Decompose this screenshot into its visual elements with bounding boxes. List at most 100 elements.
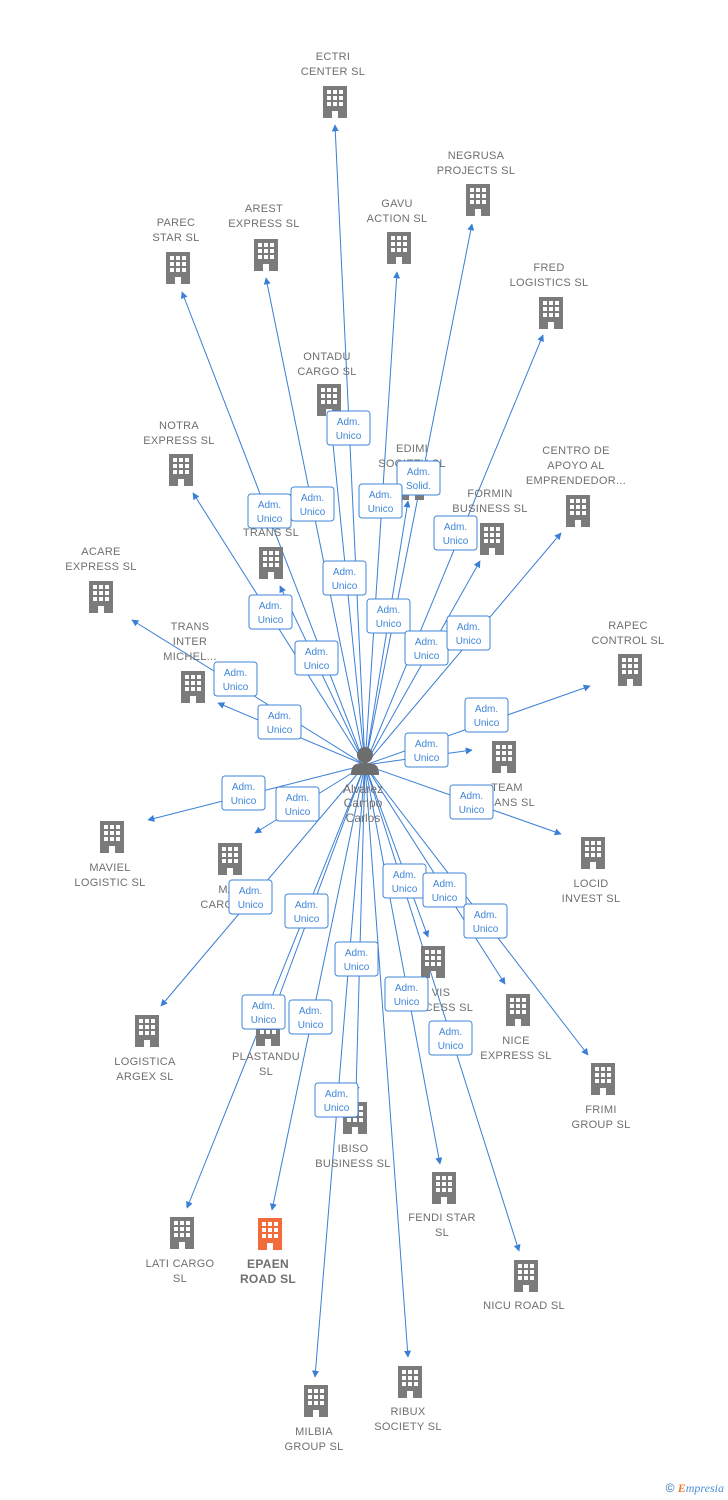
badge-text: Adm.	[337, 417, 360, 428]
building-icon	[170, 1217, 194, 1249]
role-badge[interactable]: Adm.Unico	[221, 775, 266, 811]
badge-box	[288, 999, 333, 1035]
badge-text: Unico	[438, 1041, 464, 1052]
badge-text: Unico	[414, 753, 440, 764]
company-label: LOCID	[573, 878, 608, 890]
badge-text: Adm.	[305, 647, 328, 658]
company-label: LOGISTIC SL	[74, 877, 145, 889]
company-label: CONTROL SL	[592, 635, 665, 647]
role-badge[interactable]: Adm.Unico	[334, 941, 379, 977]
role-badge[interactable]: Adm.Unico	[241, 994, 286, 1030]
role-badge[interactable]: Adm.Unico	[275, 786, 320, 822]
company-label: APOYO AL	[547, 460, 604, 472]
badge-text: Adm.	[325, 1089, 348, 1100]
role-badge[interactable]: Adm.Unico	[314, 1082, 359, 1118]
building-icon	[432, 1172, 456, 1204]
role-badge[interactable]: Adm.Unico	[358, 483, 403, 519]
role-badge[interactable]: Adm.Unico	[428, 1020, 473, 1056]
company-label: NICU ROAD SL	[483, 1300, 565, 1312]
company-label: SL	[435, 1227, 449, 1239]
company-label: TRANS	[171, 621, 210, 633]
badge-text: Unico	[459, 805, 485, 816]
badge-text: Adm.	[259, 601, 282, 612]
role-badge[interactable]: Adm.Unico	[382, 863, 427, 899]
company-label: ACARE	[81, 546, 120, 558]
badge-text: Adm.	[460, 791, 483, 802]
company-node-transinter[interactable]: TRANSINTERMICHEL...	[163, 621, 216, 703]
role-badge[interactable]: Adm.Unico	[404, 630, 449, 666]
role-badge[interactable]: Adm.Unico	[213, 661, 258, 697]
role-badge[interactable]: Adm.Unico	[257, 704, 302, 740]
role-badge[interactable]: Adm.Unico	[326, 410, 371, 446]
empresia-logo[interactable]: Empresia	[677, 1481, 724, 1495]
copyright-symbol: ©	[665, 1481, 675, 1495]
company-label: NEGRUSA	[448, 150, 505, 162]
company-label: BUSINESS SL	[315, 1158, 390, 1170]
badge-text: Unico	[300, 507, 326, 518]
building-icon	[466, 184, 490, 216]
role-badge[interactable]: Adm.Unico	[248, 594, 293, 630]
role-badge[interactable]: Adm.Unico	[446, 615, 491, 651]
role-badge[interactable]: Adm.Unico	[384, 976, 429, 1012]
center-person-node[interactable]: Alvarez Campo Carlos	[343, 747, 383, 825]
building-icon	[591, 1063, 615, 1095]
badge-text: Unico	[432, 893, 458, 904]
role-badge[interactable]: Adm.Unico	[290, 486, 335, 522]
building-icon	[514, 1260, 538, 1292]
company-node-nicu[interactable]: NICU ROAD SL	[483, 1260, 565, 1312]
role-badge[interactable]: Adm.Unico	[228, 879, 273, 915]
role-badge[interactable]: Adm.Unico	[288, 999, 333, 1035]
building-icon	[581, 837, 605, 869]
company-label: EPAEN	[247, 1257, 289, 1271]
role-badge[interactable]: Adm.Unico	[463, 903, 508, 939]
building-icon	[181, 671, 205, 703]
role-badge[interactable]: Adm. Unico	[449, 784, 494, 820]
badge-box	[464, 697, 509, 733]
company-label: GROUP SL	[284, 1441, 343, 1453]
role-badge[interactable]: Adm.Unico	[294, 640, 339, 676]
role-badge[interactable]: Adm.Unico	[464, 697, 509, 733]
role-badge[interactable]: Adm.Unico	[284, 893, 329, 929]
badge-text: Unico	[456, 636, 482, 647]
badge-text: Unico	[267, 725, 293, 736]
role-badge[interactable]: Adm.Solid.	[396, 460, 441, 496]
company-label: ARGEX SL	[116, 1071, 173, 1083]
role-badge[interactable]: Adm.Unico	[322, 560, 367, 596]
badge-text: Adm.	[407, 467, 430, 478]
role-badge[interactable]: Adm.Unico	[404, 732, 449, 768]
company-label: TEAM	[491, 782, 523, 794]
role-badge[interactable]: Adm.Unico	[247, 493, 292, 529]
role-badge[interactable]: Adm.Unico	[433, 515, 478, 551]
company-label: SL	[259, 1066, 273, 1078]
role-badge[interactable]: Adm.Unico	[422, 872, 467, 908]
company-label: GAVU	[381, 198, 413, 210]
company-node-trans[interactable]: TRANS SL	[243, 527, 299, 579]
badge-text: Adm.	[345, 948, 368, 959]
role-badge[interactable]: Adm.Unico	[366, 598, 411, 634]
badge-box	[275, 786, 320, 822]
